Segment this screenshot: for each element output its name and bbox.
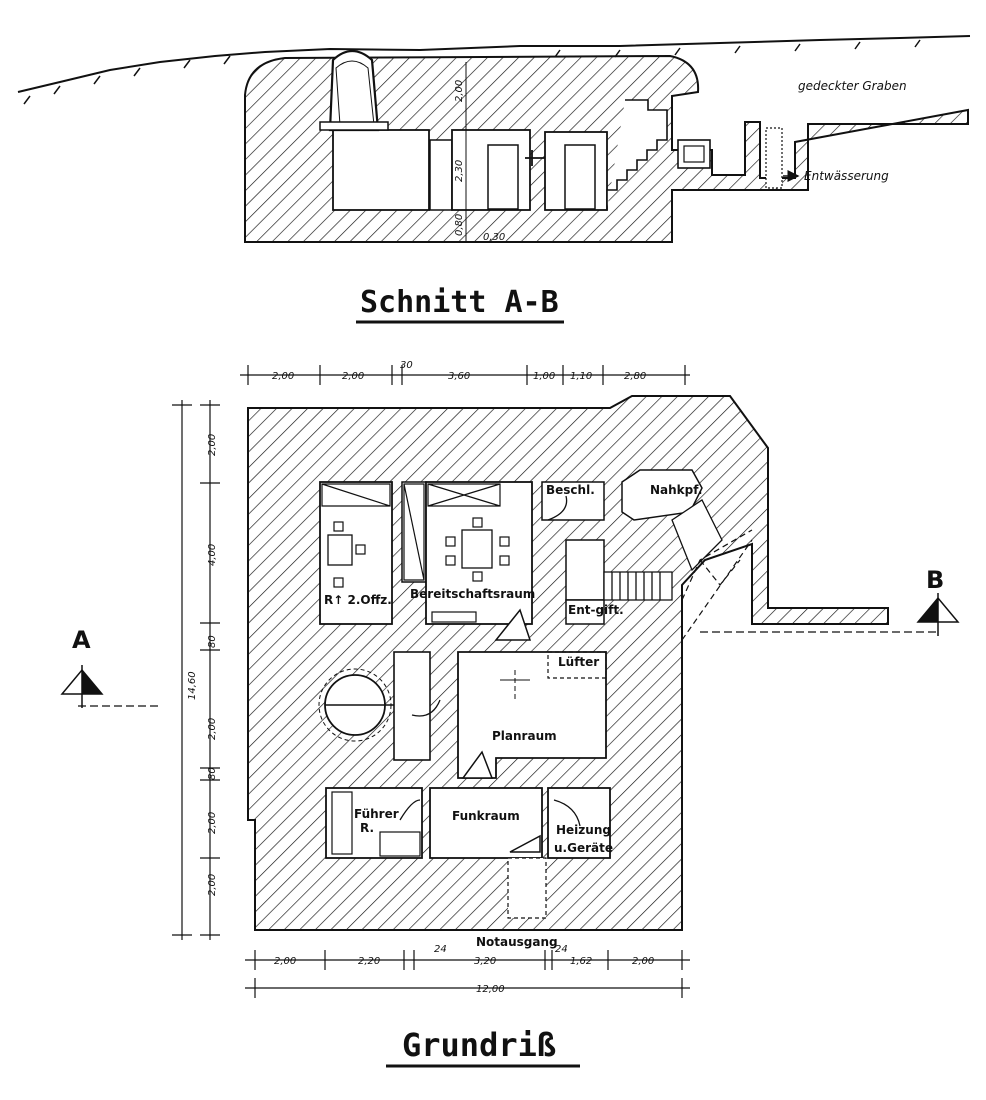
drainage-pit	[765, 127, 783, 189]
room-beschl	[541, 481, 605, 521]
left-dim-2: 4,00	[207, 544, 218, 566]
room-periscope-passage	[393, 651, 431, 761]
top-dim-7: 2,80	[624, 371, 646, 382]
left-dim-5: 80	[207, 767, 218, 780]
room-fuehrer	[325, 787, 423, 859]
room-label-heizung-1: Heizung	[556, 823, 611, 837]
section-dim-4: 0,30	[483, 232, 505, 243]
left-dim-7: 2,00	[207, 874, 218, 896]
bottom-dim-2: 2,20	[358, 956, 380, 967]
section-stairs	[606, 99, 668, 210]
bottom-dim-3: 24	[434, 944, 447, 955]
room-label-heizung-2: u.Geräte	[554, 841, 613, 855]
top-dim-3: 30	[400, 360, 413, 371]
room-entgift	[565, 599, 605, 625]
top-dim-6: 1,10	[570, 371, 592, 382]
bottom-dim-7: 2,00	[632, 956, 654, 967]
terrain-ticks	[23, 39, 921, 105]
room-nahkampf	[621, 469, 703, 521]
left-dim-1: 2,00	[207, 434, 218, 456]
top-dim-4: 3,60	[448, 371, 470, 382]
marker-b-label: B	[926, 566, 944, 594]
section-cupola	[328, 49, 380, 132]
emergency-exit-label: Notausgang	[476, 935, 558, 949]
room-label-nahkampf: Nahkpf.	[650, 483, 702, 497]
section-title: Schnitt A-B	[360, 285, 559, 320]
plan-view: 2,00 2,00 30 3,60 1,00 1,10 2,80 14,60 2…	[60, 360, 960, 1068]
room-label-beschl: Beschl.	[546, 483, 595, 497]
emergency-exit-shaft	[507, 857, 547, 919]
top-dim-1: 2,00	[272, 371, 294, 382]
bottom-dim-5: 24	[555, 944, 568, 955]
room-label-officer: R↑ 2.Offz.	[324, 593, 392, 607]
room-label-entgift: Ent-gift.	[568, 603, 624, 617]
room-label-luefter: Lüfter	[558, 655, 599, 669]
section-dim-3: 0,80	[454, 214, 465, 236]
plan-stairs	[603, 571, 673, 601]
covered-trench-label: gedeckter Graben	[798, 79, 907, 93]
left-dim-4: 2,00	[207, 718, 218, 740]
bottom-dim-total: 12,00	[476, 984, 505, 995]
section-room-1	[332, 129, 430, 211]
top-dim-5: 1,00	[533, 371, 555, 382]
room-readiness	[425, 481, 533, 625]
section-marker-a: A	[60, 626, 104, 708]
drainage-label: Entwässerung	[804, 169, 889, 183]
room-label-fuehrer-1: Führer	[354, 807, 399, 821]
section-dim-2: 2,30	[454, 160, 465, 182]
room-label-funkraum: Funkraum	[452, 809, 520, 823]
bottom-dim-4: 3,20	[474, 956, 496, 967]
marker-a-label: A	[72, 626, 91, 654]
terrain-line	[17, 35, 971, 93]
room-luefter	[547, 651, 607, 679]
bottom-dim-1: 2,00	[274, 956, 296, 967]
plan-title: Grundriß	[402, 1026, 556, 1064]
left-dim-3: 80	[207, 635, 218, 648]
section-marker-b: B	[916, 566, 960, 636]
room-label-readiness: Bereitschaftsraum	[410, 587, 535, 601]
room-label-planraum: Planraum	[492, 729, 557, 743]
section-view: 2,00 2,30 0,80 0,30 gedeckter Graben Ent…	[17, 35, 971, 324]
left-dim-6: 2,00	[207, 812, 218, 834]
bottom-dim-6: 1,62	[570, 956, 592, 967]
section-dim-1: 2,00	[454, 80, 465, 102]
top-dim-2: 2,00	[342, 371, 364, 382]
room-lock	[565, 539, 605, 601]
room-label-fuehrer-2: R.	[360, 821, 374, 835]
left-dim-total: 14,60	[187, 671, 198, 700]
section-room-2	[429, 139, 453, 211]
section-entrance-device	[677, 139, 711, 169]
